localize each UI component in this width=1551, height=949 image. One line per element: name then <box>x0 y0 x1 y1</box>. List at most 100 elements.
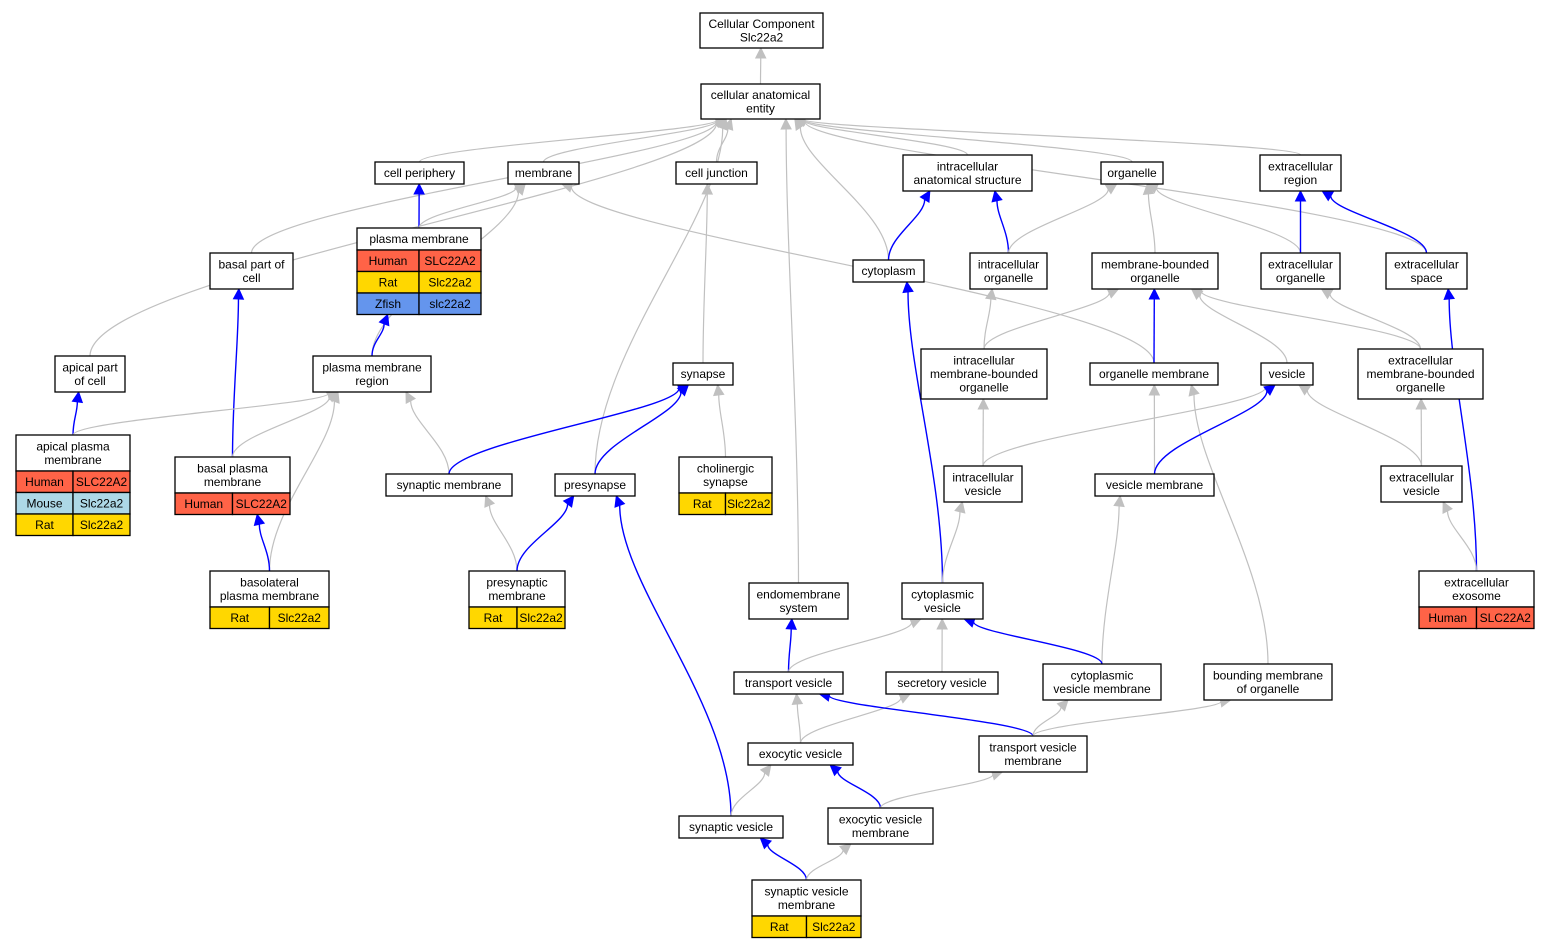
edge-synmem-to-pmr <box>405 391 450 475</box>
node-box <box>678 815 784 839</box>
edge-embo-to-extorg <box>1320 288 1422 350</box>
edge-arrowhead <box>717 117 728 131</box>
node-synmem[interactable]: synaptic membrane <box>385 473 513 497</box>
node-label-line: extracellular <box>1389 470 1454 484</box>
edge-cytves-to-intves <box>941 500 966 584</box>
node-box <box>748 582 849 620</box>
node-cytoplasm[interactable]: cytoplasm <box>852 259 925 283</box>
node-label-line: presynaptic <box>486 575 547 589</box>
gene-symbol: slc22a2 <box>429 297 471 311</box>
node-box <box>1380 465 1463 503</box>
edge-line <box>250 121 718 254</box>
node-box <box>901 582 984 620</box>
node-synapse[interactable]: synapse <box>672 362 734 386</box>
node-box <box>969 252 1048 290</box>
node-presyn[interactable]: presynapse <box>554 473 636 497</box>
edge-exoves-to-secves <box>799 692 912 744</box>
node-secves[interactable]: secretory vesicle <box>885 671 999 695</box>
edge-line <box>799 127 890 261</box>
edge-arrowhead <box>936 617 948 630</box>
edge-line <box>1198 294 1288 364</box>
node-exoves[interactable]: exocytic vesicle <box>747 742 854 766</box>
node-label-line: membrane <box>515 166 573 180</box>
node-celljunc[interactable]: cell junction <box>675 161 758 185</box>
node-label-line: presynapse <box>564 478 626 492</box>
node-label-line: secretory vesicle <box>897 676 987 690</box>
gene-symbol: Slc22a2 <box>80 497 124 511</box>
gene-cell <box>231 492 291 516</box>
node-vesicle[interactable]: vesicle <box>1260 362 1314 386</box>
edge-arrowhead <box>562 495 575 508</box>
edge-line <box>488 505 518 572</box>
node-cellper[interactable]: cell periphery <box>374 161 465 185</box>
node-vesmem[interactable]: vesicle membrane <box>1094 473 1215 497</box>
edge-line <box>231 397 331 458</box>
node-box <box>1418 570 1535 608</box>
gene-symbol: SLC22A2 <box>236 497 288 511</box>
node-organelle[interactable]: organelle <box>1100 161 1164 185</box>
node-label-line: synapse <box>703 475 748 489</box>
edge-line <box>715 128 729 163</box>
node-label-line: intracellular <box>953 354 1014 368</box>
edge-vesicle-to-mbo <box>1190 288 1288 364</box>
edge-line <box>972 621 1103 665</box>
edge-cytoplasm-to-ias <box>887 190 931 261</box>
species-label: Human <box>369 254 408 268</box>
node-box <box>15 434 131 472</box>
node-orgmem[interactable]: organelle membrane <box>1089 362 1219 386</box>
node-synves[interactable]: synaptic vesicle <box>678 815 784 839</box>
edge-extorg-to-organelle <box>1146 183 1302 254</box>
node-label-line: bounding membrane <box>1213 668 1323 682</box>
gene-row-mouse: Mouse Slc22a2 <box>15 491 131 515</box>
node-transves[interactable]: transport vesicle <box>733 671 844 695</box>
edge-line <box>828 695 1034 737</box>
edge-line <box>1448 298 1478 572</box>
edge-line <box>1306 390 1423 467</box>
edge-arrowhead <box>1415 397 1428 410</box>
node-label-line: organelle <box>1396 381 1446 395</box>
edge-line <box>1446 510 1478 572</box>
edge-arrowhead <box>484 494 496 508</box>
node-membrane[interactable]: membrane <box>507 161 580 185</box>
edge-cvm-to-vesmem <box>1101 494 1125 665</box>
edge-extves-to-embo <box>1415 397 1428 467</box>
node-label-line: extracellular <box>1268 257 1333 271</box>
edge-vesmem-to-orgmem <box>1148 383 1161 475</box>
species-label: Mouse <box>26 497 62 511</box>
node-label-line: extracellular <box>1388 354 1453 368</box>
edge-secves-to-cytves <box>936 617 948 673</box>
edge-arrowhead <box>513 183 526 196</box>
gene-symbol: Slc22a2 <box>278 611 322 625</box>
